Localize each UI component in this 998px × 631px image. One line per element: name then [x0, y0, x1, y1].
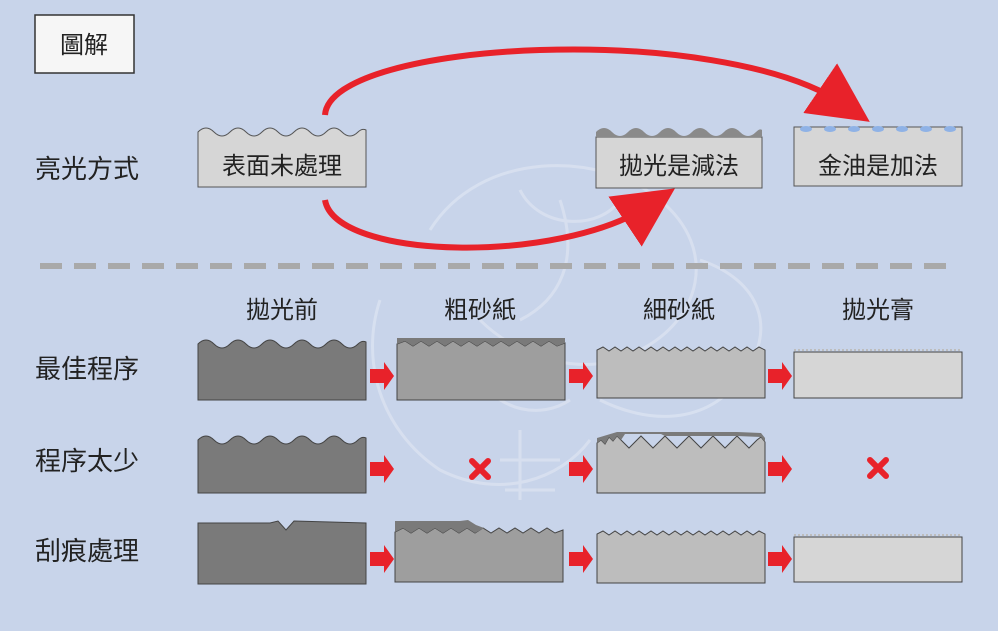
row-label-best-procedure: 最佳程序: [35, 355, 139, 385]
row1-step-arrow-1: [370, 362, 394, 390]
row3-paste-block: [793, 536, 963, 583]
row2-before-block: [197, 435, 367, 494]
row-label-scratch-treatment: 刮痕處理: [35, 537, 139, 567]
row2-fine-removed-layer: [597, 432, 765, 444]
title-box: [34, 14, 135, 74]
watermark-seal: [371, 164, 763, 500]
row3-step-arrow-3: [768, 545, 792, 573]
row-label-too-few-steps: 程序太少: [35, 447, 139, 477]
gold-oil-surface-block: [793, 126, 963, 187]
polish-removed-layer: [596, 128, 762, 137]
column-header-fine-sandpaper: 細砂紙: [643, 296, 715, 324]
column-header-coarse-sandpaper: 粗砂紙: [444, 296, 516, 324]
row2-paste-missing-x-icon: [867, 457, 889, 479]
lower-curved-arrow: [322, 188, 675, 251]
row3-coarse-block: [394, 527, 564, 583]
polish-surface-block: [595, 136, 763, 189]
row1-step-arrow-2: [569, 362, 593, 390]
row3-fine-block: [596, 530, 766, 584]
column-header-polishing-paste: 拋光膏: [842, 296, 914, 324]
row2-step-arrow-3: [768, 455, 792, 483]
row1-fine-block: [596, 346, 766, 399]
row3-before-block: [197, 520, 367, 585]
row3-step-arrow-2: [569, 545, 593, 573]
row1-before-block: [197, 339, 367, 401]
row1-coarse-block: [396, 340, 566, 401]
column-header-before-polish: 拋光前: [246, 296, 318, 324]
gold-oil-fill-dots: [800, 126, 956, 132]
row2-step-arrow-1: [370, 455, 394, 483]
row3-coarse-removed-layer: [395, 520, 484, 533]
title-text: 圖解: [60, 31, 108, 59]
step-arrows: [370, 362, 792, 573]
row2-coarse-missing-x-icon: [469, 458, 491, 480]
polish-label: 拋光是減法: [619, 152, 739, 180]
row3-step-arrow-1: [370, 545, 394, 573]
untreated-label: 表面未處理: [222, 152, 342, 180]
gold-oil-label: 金油是加法: [818, 152, 938, 180]
row2-step-arrow-2: [569, 455, 593, 483]
row1-coarse-removed-layer: [397, 338, 565, 346]
row-label-shine-method: 亮光方式: [35, 155, 139, 185]
row1-paste-block: [793, 351, 963, 399]
row1-step-arrow-3: [768, 362, 792, 390]
untreated-surface-block: [197, 127, 367, 188]
row2-fine-block: [596, 435, 766, 494]
upper-curved-arrow: [322, 46, 870, 122]
